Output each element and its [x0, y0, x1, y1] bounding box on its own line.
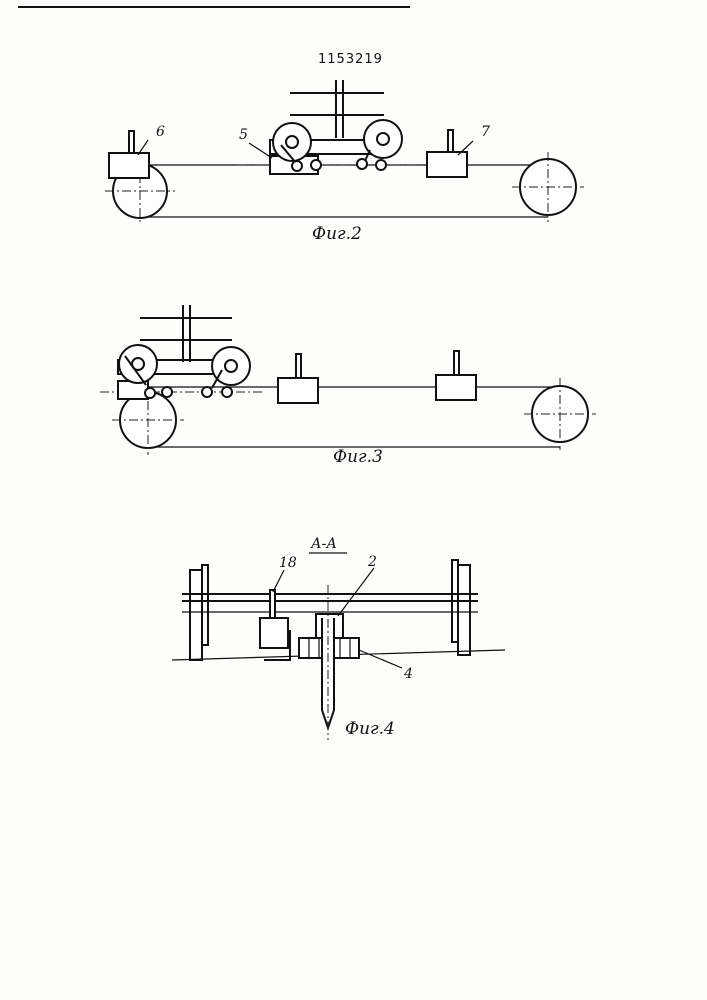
- pin-18: [270, 590, 275, 618]
- roller: [162, 387, 172, 397]
- pin: [296, 354, 301, 378]
- leader-5: [249, 143, 272, 158]
- leader-2: [338, 568, 374, 616]
- leader-18: [273, 570, 284, 592]
- carriage-block: [118, 381, 148, 399]
- patent-number: 1153219: [318, 52, 383, 67]
- label-4: 4: [403, 666, 413, 682]
- label-18: 18: [279, 555, 297, 571]
- figure-3-caption: Фиг.3: [333, 447, 383, 467]
- roller: [292, 161, 302, 171]
- figure-4-caption: Фиг.4: [345, 719, 395, 739]
- left-wall: [190, 570, 202, 660]
- roller: [376, 160, 386, 170]
- pin: [454, 351, 459, 375]
- label-6: 6: [156, 124, 165, 140]
- block-7: [427, 152, 467, 177]
- label-5: 5: [239, 127, 248, 143]
- label-2: 2: [367, 554, 377, 570]
- figure-4: А-А 18 2 4 Фиг.4: [172, 536, 505, 740]
- roller: [145, 388, 155, 398]
- pin: [129, 131, 134, 153]
- section-label: А-А: [310, 536, 337, 552]
- left-flange: [202, 565, 208, 645]
- roller: [202, 387, 212, 397]
- block-6: [109, 153, 149, 178]
- figure-2-caption: Фиг.2: [312, 224, 362, 244]
- roller: [222, 387, 232, 397]
- roller: [357, 159, 367, 169]
- block: [278, 378, 318, 403]
- wheel-left: [273, 123, 311, 161]
- wheel-left: [119, 345, 157, 383]
- roller: [311, 160, 321, 170]
- figure-3: Фиг.3: [100, 305, 596, 467]
- figure-2: 6 5 7 Фиг.2: [105, 80, 584, 244]
- right-wall: [458, 565, 470, 655]
- block: [436, 375, 476, 400]
- label-7: 7: [481, 124, 490, 140]
- block-18: [260, 618, 288, 648]
- pin: [448, 130, 453, 152]
